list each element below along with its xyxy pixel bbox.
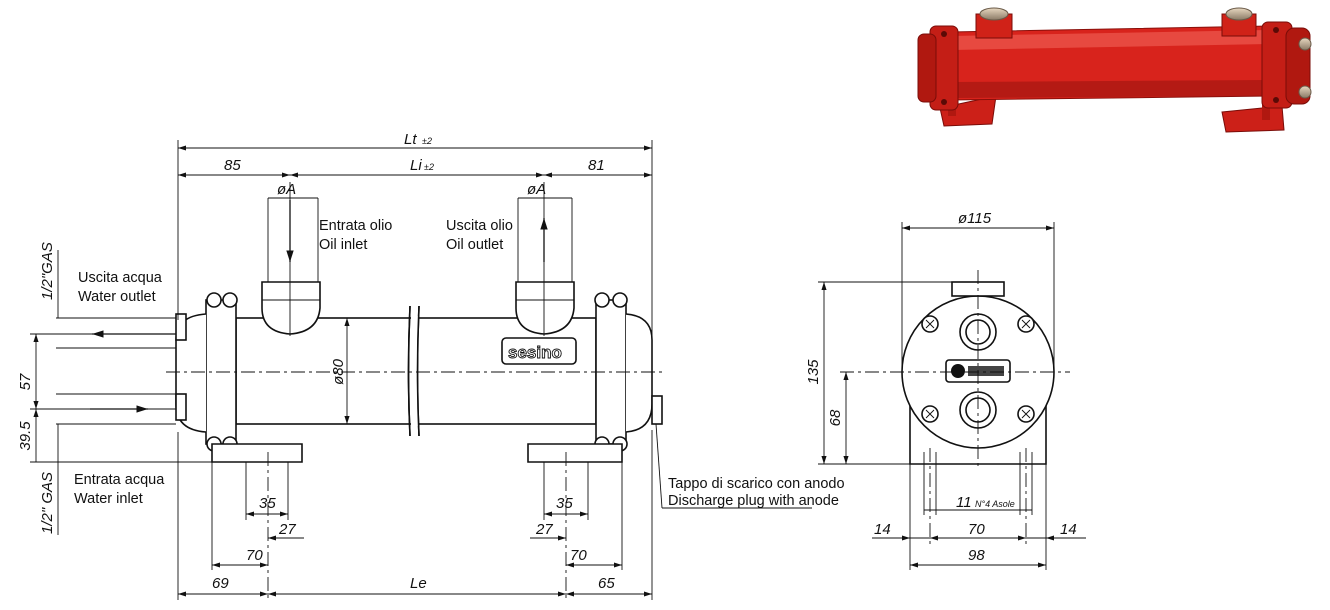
side-bolts — [921, 315, 1035, 423]
dim-gas-bottom: 1/2" GAS — [39, 472, 56, 534]
oil-outlet-port — [515, 281, 575, 335]
label-oil-inlet-it: Entrata olio — [319, 218, 392, 234]
dim-left-27: 27 — [278, 521, 296, 538]
oil-inlet-port — [261, 281, 321, 335]
label-drain-en: Discharge plug with anode — [668, 493, 839, 509]
dim-81: 81 — [588, 157, 605, 174]
dim-side-14-right: 14 — [1060, 521, 1077, 538]
dim-gas-top: 1/2"GAS — [39, 242, 56, 300]
right-foot — [527, 443, 623, 463]
label-water-outlet-it: Uscita acqua — [78, 270, 163, 286]
label-oil-outlet-en: Oil outlet — [446, 237, 503, 253]
svg-text:±2: ±2 — [424, 162, 434, 172]
dim-lt: Lt — [404, 131, 417, 148]
dim-body-dia: ø80 — [330, 358, 347, 385]
dim-left-35: 35 — [259, 495, 276, 512]
dim-slot: 11 — [956, 494, 972, 511]
label-oil-outlet-it: Uscita olio — [446, 218, 513, 234]
svg-text:sesino: sesino — [508, 343, 562, 362]
dim-slot-note: N°4 Asole — [975, 499, 1015, 509]
dim-li: Li — [410, 157, 422, 174]
label-oil-inlet-en: Oil inlet — [319, 237, 367, 253]
dim-39-5: 39.5 — [17, 421, 34, 451]
dim-side-70: 70 — [968, 521, 985, 538]
drain-plug — [651, 395, 663, 425]
dim-side-115: ø115 — [958, 210, 992, 227]
dim-oil-inlet-dia: øA — [277, 181, 296, 198]
dim-69: 69 — [212, 575, 229, 592]
dim-left-70: 70 — [246, 547, 263, 564]
product-photo — [917, 7, 1312, 133]
dim-65: 65 — [598, 575, 615, 592]
dim-right-27: 27 — [535, 521, 553, 538]
dim-side-135: 135 — [805, 359, 822, 385]
dim-oil-outlet-dia: øA — [527, 181, 546, 198]
right-cap — [625, 313, 653, 433]
dim-side-68: 68 — [827, 409, 844, 426]
left-foot — [211, 443, 303, 463]
sesino-logo — [501, 337, 577, 365]
label-drain-it: Tappo di scarico con anodo — [668, 476, 845, 492]
dim-side-98: 98 — [968, 547, 985, 564]
label-water-inlet-it: Entrata acqua — [74, 472, 165, 488]
dim-le: Le — [410, 575, 427, 592]
svg-text:±2: ±2 — [422, 136, 432, 146]
label-water-outlet-en: Water outlet — [78, 289, 156, 305]
front-view: sesino øA øA Lt ±2 85 Li ±2 81 ø80 — [17, 131, 845, 600]
dim-57: 57 — [17, 373, 34, 390]
side-view: ø115 135 68 11 N°4 Asole 14 70 14 98 — [805, 210, 1086, 570]
dim-85: 85 — [224, 157, 241, 174]
dim-side-14-left: 14 — [874, 521, 891, 538]
label-water-inlet-en: Water inlet — [74, 491, 143, 507]
dim-right-70: 70 — [570, 547, 587, 564]
dim-right-35: 35 — [556, 495, 573, 512]
